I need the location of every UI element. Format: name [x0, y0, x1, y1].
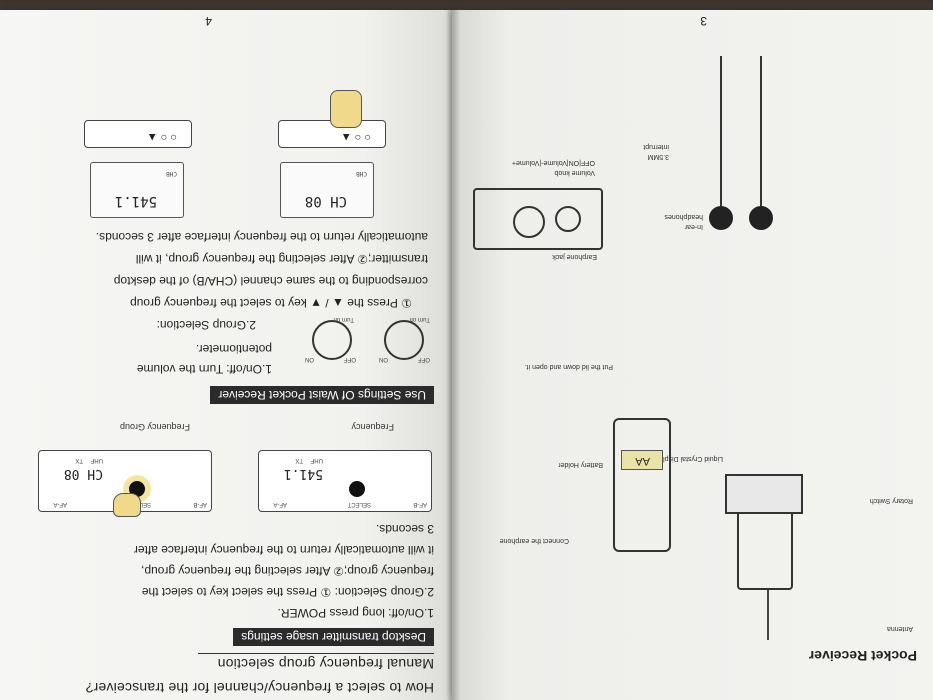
desktop-onoff-text: 1.On/off: long press POWER.	[277, 606, 434, 620]
volume-knob-icon-on	[312, 320, 352, 360]
tx-label-b: TX	[75, 457, 83, 463]
afa-label-b: AF-A	[53, 501, 67, 507]
subtitle-underline	[198, 653, 434, 654]
afb-label-b: AF-B	[193, 501, 207, 507]
buttons-glyphs-a: ○ ○ ▲	[340, 131, 371, 143]
earbud-cable-left	[760, 56, 762, 206]
tx-label-a: TX	[295, 457, 303, 463]
receiver-body-diagram	[737, 504, 793, 590]
waist-group-title: 2.Group Selection:	[156, 318, 256, 332]
earphone-jack-icon	[555, 206, 581, 232]
label-frequency-group: Frequency Group	[119, 422, 190, 432]
page-title: How to select a frequency/channel for th…	[85, 680, 434, 696]
desktop-group-line3: it will automatically return to the freq…	[133, 543, 434, 557]
pointing-hand-icon-2	[330, 90, 362, 128]
afa-label: AF-A	[273, 501, 287, 507]
rotary-switch-label: Rotary Switch	[869, 497, 913, 504]
chb-label-a: CHB	[356, 170, 367, 177]
lcd-channel-b: CH 08	[63, 466, 103, 481]
desktop-group-line2: frequency group;② After selecting the fr…	[141, 564, 434, 578]
receiver-lcd-diagram-b: 541.1 CHB	[90, 162, 184, 218]
select-knob-icon	[349, 481, 365, 497]
desktop-settings-bar: Desktop transmitter usage settings	[233, 628, 434, 646]
lcd-frequency-a: 541.1	[283, 466, 323, 481]
desktop-display-diagram-a: AF-B SELECT AF-A 541.1 UHF TX	[258, 450, 432, 512]
page-right-content: 3 Pocket Receiver Antenna Rotary Switch …	[452, 10, 933, 700]
waist-group-line1: ① Press the ▲ / ▼ key to select the freq…	[130, 296, 412, 310]
pointing-hand-icon	[113, 493, 141, 517]
page-number: 4	[205, 14, 212, 28]
chb-label-b: CHB	[166, 170, 177, 177]
antenna-diagram	[767, 590, 769, 640]
earbud-right-icon	[709, 206, 733, 230]
off-label-1: OFF	[418, 356, 430, 362]
interrupt-size-label: 3.5MM	[647, 153, 669, 160]
label-frequency: Frequency	[351, 422, 394, 432]
waist-onoff-line2: potentiometer.	[195, 342, 272, 356]
waist-receiver-bar: Use Settings Of Waist Pocket Receiver	[210, 386, 434, 404]
turn-off-label: Turn off	[409, 316, 430, 322]
waist-onoff-line1: 1.On/off: Turn the volume	[136, 362, 272, 376]
buttons-glyphs-b: ○ ○ ▲	[146, 131, 177, 143]
manual-page-right: 3 Pocket Receiver Antenna Rotary Switch …	[452, 10, 933, 700]
waist-group-line2: corresponding to the same channel (CHA/B…	[113, 274, 428, 288]
interrupt-label: interrupt	[643, 143, 669, 150]
put-lid-label: Put the lid down and open it.	[524, 363, 613, 370]
connect-earphone-label: Connect the earphone	[499, 537, 569, 544]
receiver-buttons-diagram-b: ○ ○ ▲	[84, 120, 192, 148]
receiver-lcd-channel: CH 08	[304, 193, 347, 209]
afb-label: AF-B	[413, 501, 427, 507]
battery-compartment-diagram	[613, 418, 671, 552]
battery-holder-label: Battery Holder	[558, 461, 603, 468]
page-subtitle: Manual frequency group selection	[217, 656, 434, 672]
battery-icon: AA	[621, 450, 663, 470]
headphones-label: headphones	[664, 213, 703, 220]
off-label-2: OFF	[344, 356, 356, 362]
receiver-lcd-diagram-a: CH 08 CHB	[280, 162, 374, 218]
manual-page-left: 4 How to select a frequency/channel for …	[0, 10, 452, 700]
antenna-label: Antenna	[886, 625, 913, 632]
volume-panel-diagram	[473, 188, 603, 250]
uhf-label-a: UHF	[310, 457, 323, 463]
earbud-left-icon	[749, 206, 773, 230]
waist-group-line4: automatically return to the frequency in…	[95, 230, 428, 244]
in-ear-label: In-ear	[684, 223, 703, 230]
desktop-group-line1: 2.Group Selection: ① Press the select ke…	[141, 585, 434, 599]
waist-group-line3: transmitter;② After selecting the freque…	[135, 252, 428, 266]
volume-knob-icon-off	[384, 320, 424, 360]
desktop-group-line4: 3 seconds.	[375, 522, 434, 536]
belt-clip-diagram	[725, 474, 803, 514]
select-label: SELECT	[347, 501, 371, 507]
page-heading: Pocket Receiver	[808, 648, 917, 664]
on-label-2: ON	[305, 356, 314, 362]
volume-knob-label: Volume knob	[554, 169, 595, 176]
on-label-1: ON	[379, 356, 388, 362]
book-gutter	[446, 10, 460, 700]
volume-knob-modes-label: OFF|ON|Volume-|Volume+	[511, 159, 595, 166]
uhf-label-b: UHF	[90, 457, 103, 463]
turn-on-label: Turn on	[333, 316, 354, 322]
desktop-display-diagram-b: AF-B SELECT AF-A CH 08 UHF TX	[38, 450, 212, 517]
earphone-jack-label: Earphone jack	[552, 253, 597, 260]
page-left-content: 4 How to select a frequency/channel for …	[0, 10, 452, 700]
page-number: 3	[700, 14, 707, 28]
receiver-lcd-frequency: 541.1	[114, 193, 157, 209]
volume-knob-icon	[513, 206, 545, 238]
earbud-cable-right	[720, 56, 722, 206]
